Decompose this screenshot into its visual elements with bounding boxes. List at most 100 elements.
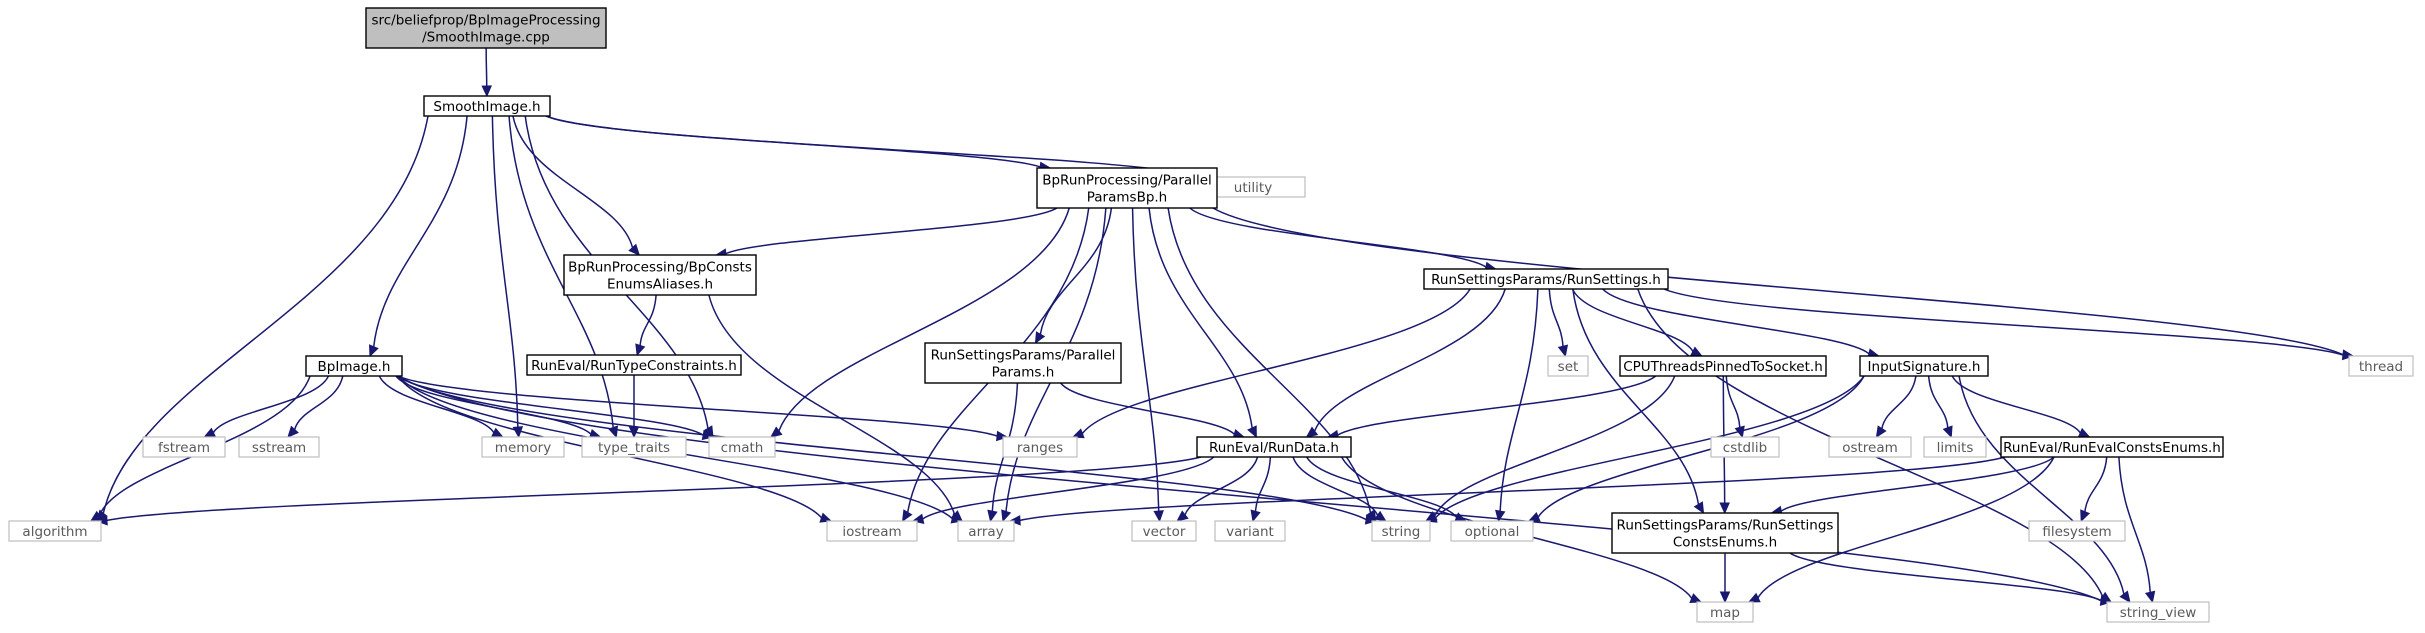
edge-line — [102, 115, 429, 514]
node-variant: variant — [1214, 520, 1286, 542]
node-box — [563, 254, 757, 296]
arrowhead-icon — [1424, 512, 1438, 523]
arrowhead-icon — [1719, 502, 1730, 515]
arrowhead-icon — [481, 85, 492, 98]
arrowhead-icon — [1034, 331, 1046, 345]
edge-line — [508, 115, 614, 428]
node-label: vector — [1143, 524, 1186, 540]
node-label: memory — [495, 440, 551, 456]
edge-inputsignature-to-runevalconsts — [1951, 375, 2091, 438]
arrowhead-icon — [1247, 425, 1257, 439]
node-label: ParamsBp.h — [1087, 190, 1168, 206]
edge-line — [1148, 207, 1253, 429]
arrowhead-icon — [2119, 590, 2131, 603]
node-label: variant — [1226, 524, 1274, 540]
node-vector: vector — [1131, 520, 1197, 542]
edge-line — [1131, 207, 1160, 512]
edge-root-to-smoothimage — [481, 47, 492, 98]
node-box — [826, 520, 918, 542]
edge-smoothimage-to-algorithm — [96, 115, 429, 522]
node-box — [1423, 268, 1669, 290]
edge-line — [1663, 288, 2344, 356]
node-runevalconsts[interactable]: RunEval/RunEvalConstsEnums.h — [2000, 436, 2224, 458]
edge-line — [725, 207, 1058, 255]
node-label: RunEval/RunTypeConstraints.h — [531, 358, 737, 374]
edge-runsettings-to-ranges — [1071, 288, 1471, 439]
arrowhead-icon — [95, 515, 108, 526]
node-label: type_traits — [598, 440, 670, 456]
edge-line — [1725, 375, 1741, 428]
edge-line — [708, 294, 956, 515]
node-label: RunSettingsParams/Parallel — [931, 348, 1116, 364]
arrowhead-icon — [1008, 515, 1021, 526]
edge-line — [1313, 288, 1506, 432]
arrowhead-icon — [1001, 509, 1012, 523]
edge-inputsignature-to-optional — [1527, 375, 1865, 522]
node-box — [957, 520, 1015, 542]
edge-line — [397, 375, 998, 437]
edge-rundata-to-algorithm — [95, 456, 1202, 526]
node-cstdlib: cstdlib — [1710, 436, 1780, 458]
edge-inputsignature-to-string_view — [1958, 375, 2131, 603]
arrowhead-icon — [1747, 592, 1761, 603]
node-label: InputSignature.h — [1868, 359, 1981, 375]
edge-line — [2084, 456, 2108, 512]
node-set: set — [1547, 355, 1589, 377]
node-label: /SmoothImage.cpp — [422, 30, 550, 46]
edge-line — [378, 375, 495, 434]
node-rsconstsenums[interactable]: RunSettingsParams/RunSettingsConstsEnums… — [1611, 512, 1839, 554]
edge-line — [1019, 456, 2006, 522]
node-label: algorithm — [22, 524, 87, 540]
edge-runsettings-to-thread — [1663, 288, 2355, 361]
node-box — [423, 95, 551, 117]
edge-line — [1254, 456, 1272, 512]
node-smoothimage[interactable]: SmoothImage.h — [423, 95, 551, 117]
node-box — [1923, 436, 1987, 458]
node-inputsignature[interactable]: InputSignature.h — [1859, 355, 1989, 377]
node-runtypeconstraints[interactable]: RunEval/RunTypeConstraints.h — [526, 354, 742, 376]
arrowhead-icon — [203, 427, 217, 438]
arrowhead-icon — [608, 425, 619, 439]
node-label: optional — [1465, 524, 1520, 540]
edge-parallelparamsbp-to-rsparallelparams — [1034, 207, 1113, 345]
node-rundata[interactable]: RunEval/RunData.h — [1196, 436, 1352, 458]
node-runsettings[interactable]: RunSettingsParams/RunSettings.h — [1423, 268, 1669, 290]
node-box — [581, 436, 687, 458]
edge-rundata-to-variant — [1250, 456, 1272, 523]
arrowhead-icon — [770, 426, 783, 438]
node-label: string — [1382, 524, 1421, 540]
node-box — [526, 354, 742, 376]
edge-bpimage-to-ranges — [397, 375, 1009, 442]
edge-line — [212, 375, 330, 434]
node-label: set — [1558, 359, 1579, 375]
node-box — [8, 520, 102, 542]
node-bpimage[interactable]: BpImage.h — [305, 355, 403, 377]
edge-runsettings-to-rsconstsenums — [1572, 288, 1705, 515]
node-cputhreads[interactable]: CPUThreadsPinnedToSocket.h — [1619, 355, 1827, 377]
arrowhead-icon — [901, 509, 913, 523]
edge-parallelparamsbp-to-bpconsts — [714, 207, 1058, 259]
edges-layer — [89, 47, 2355, 606]
nodes-layer: src/beliefprop/BpImageProcessing/SmoothI… — [8, 7, 2414, 623]
node-root[interactable]: src/beliefprop/BpImageProcessing/SmoothI… — [365, 7, 607, 49]
arrowhead-icon — [1527, 511, 1541, 522]
edge-line — [1780, 456, 2055, 512]
edge-line — [1434, 375, 1865, 519]
edge-smoothimage-to-bpconsts — [512, 115, 641, 256]
edge-cputhreads-to-string — [1424, 375, 1676, 522]
edge-parallelparamsbp-to-string — [1167, 207, 1377, 523]
node-array: array — [957, 520, 1015, 542]
node-thread: thread — [2348, 355, 2414, 377]
edge-line — [512, 115, 634, 248]
node-limits: limits — [1923, 436, 1987, 458]
node-label: iostream — [842, 524, 901, 540]
node-string: string — [1371, 520, 1431, 542]
edge-parallelparamsbp-to-vector — [1131, 207, 1164, 523]
node-box — [305, 355, 403, 377]
arrowhead-icon — [1719, 591, 1731, 604]
node-label: thread — [2359, 359, 2403, 375]
